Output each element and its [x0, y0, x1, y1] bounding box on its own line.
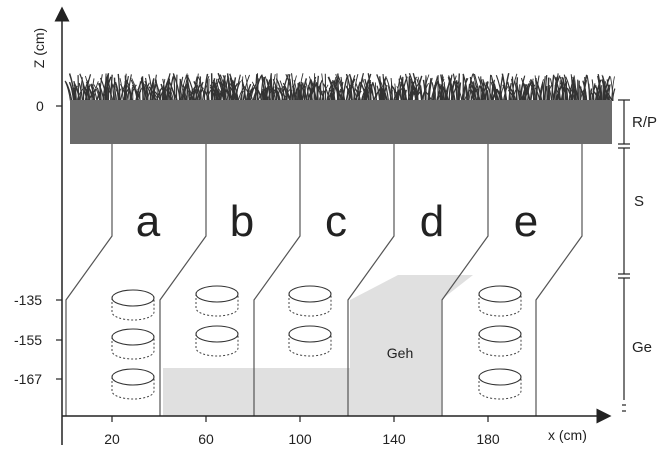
z-tick-label-135: -135: [14, 292, 42, 308]
column-label-d: d: [420, 197, 444, 246]
zone-label-ge: Ge: [632, 339, 652, 356]
sample-cylinder: [195, 285, 239, 317]
zone-bracket: [618, 99, 630, 412]
sample-cylinder: [478, 285, 522, 317]
column-label-b: b: [230, 197, 254, 246]
z-tick-label-167: -167: [14, 371, 42, 387]
z-tick-label-0: 0: [36, 98, 44, 114]
sample-cylinder: [111, 328, 155, 360]
x-tick-label-60: 60: [198, 431, 214, 447]
x-tick-label-100: 100: [288, 431, 312, 447]
column-boundary-line: [441, 144, 489, 416]
x-tick-label-180: 180: [476, 431, 500, 447]
sample-cylinder: [478, 325, 522, 357]
geh-shaded-region: [163, 275, 473, 416]
zone-label-rp: R/P: [632, 114, 657, 131]
sample-cylinder: [111, 289, 155, 321]
x-tick-label-20: 20: [104, 431, 120, 447]
z-axis-ticks: [56, 105, 62, 380]
sample-cylinders: [111, 285, 522, 400]
sample-cylinder: [111, 368, 155, 400]
column-label-e: e: [514, 197, 538, 246]
x-axis-ticks: [111, 416, 489, 422]
x-axis-label: x (cm): [548, 427, 587, 443]
sample-cylinder: [478, 368, 522, 400]
surface-layer-bar: [70, 100, 612, 144]
column-boundary-line: [65, 144, 113, 416]
grass-surface-vegetation: [64, 72, 616, 102]
column-label-a: a: [136, 197, 161, 246]
column-boundary-lines: [65, 144, 583, 416]
sample-cylinder: [288, 325, 332, 357]
geh-region-label: Geh: [387, 345, 413, 361]
sample-cylinder: [195, 325, 239, 357]
column-boundary-line: [253, 144, 301, 416]
column-boundary-line: [159, 144, 207, 416]
column-label-c: c: [325, 197, 347, 246]
x-tick-label-140: 140: [382, 431, 406, 447]
z-tick-label-155: -155: [14, 332, 42, 348]
column-boundary-line: [535, 144, 583, 416]
z-axis-label: Z (cm): [31, 28, 47, 68]
zone-label-s: S: [634, 193, 644, 210]
column-boundary-line: [347, 144, 395, 416]
sample-cylinder: [288, 285, 332, 317]
